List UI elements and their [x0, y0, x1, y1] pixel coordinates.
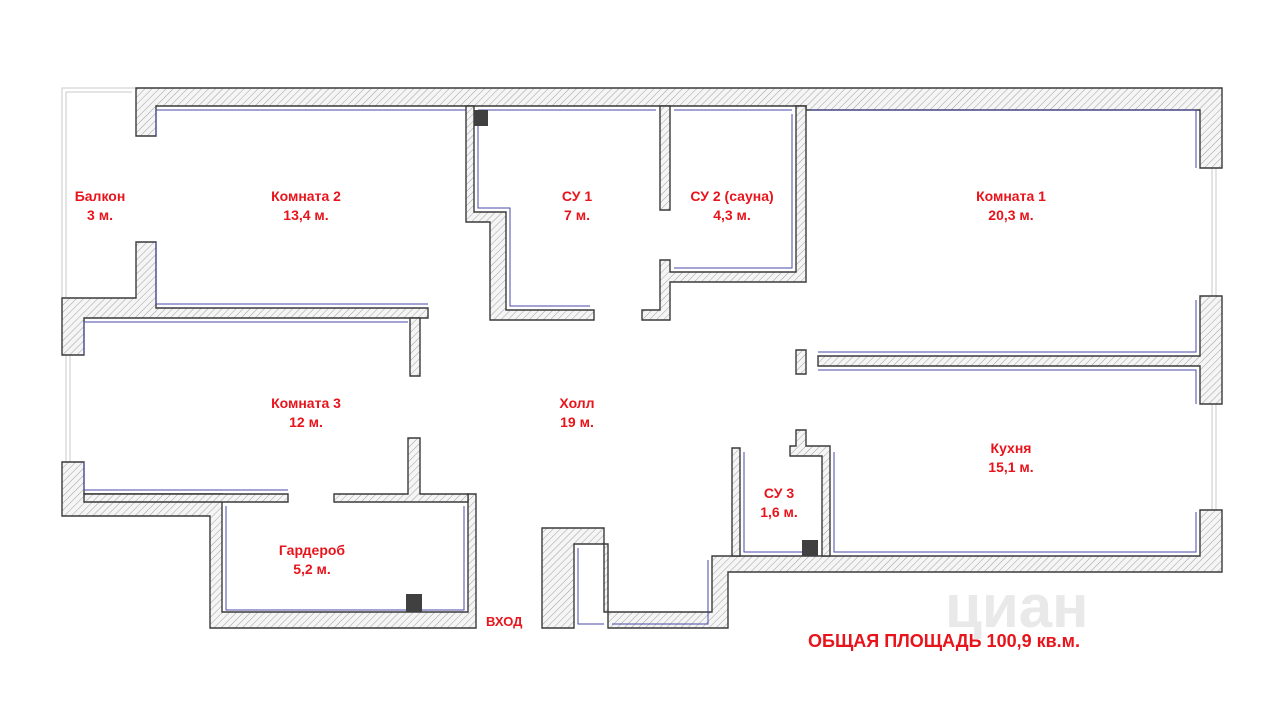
inner-finish-lines [83, 109, 1197, 625]
ventilation-shafts [406, 110, 818, 612]
shaft-wardrobe [406, 594, 422, 612]
total-area: ОБЩАЯ ПЛОЩАДЬ 100,9 кв.м. [808, 631, 1080, 651]
shaft-su1 [474, 110, 488, 126]
watermark: циан [945, 573, 1088, 640]
exterior-walls [61, 87, 1223, 629]
entrance-label: ВХОД [486, 614, 523, 629]
interior-walls [83, 105, 831, 557]
room-su-2: СУ 2 (сауна)4,3 м. [690, 188, 773, 223]
balcony-glazing [61, 87, 1217, 512]
shaft-su3 [802, 540, 818, 556]
